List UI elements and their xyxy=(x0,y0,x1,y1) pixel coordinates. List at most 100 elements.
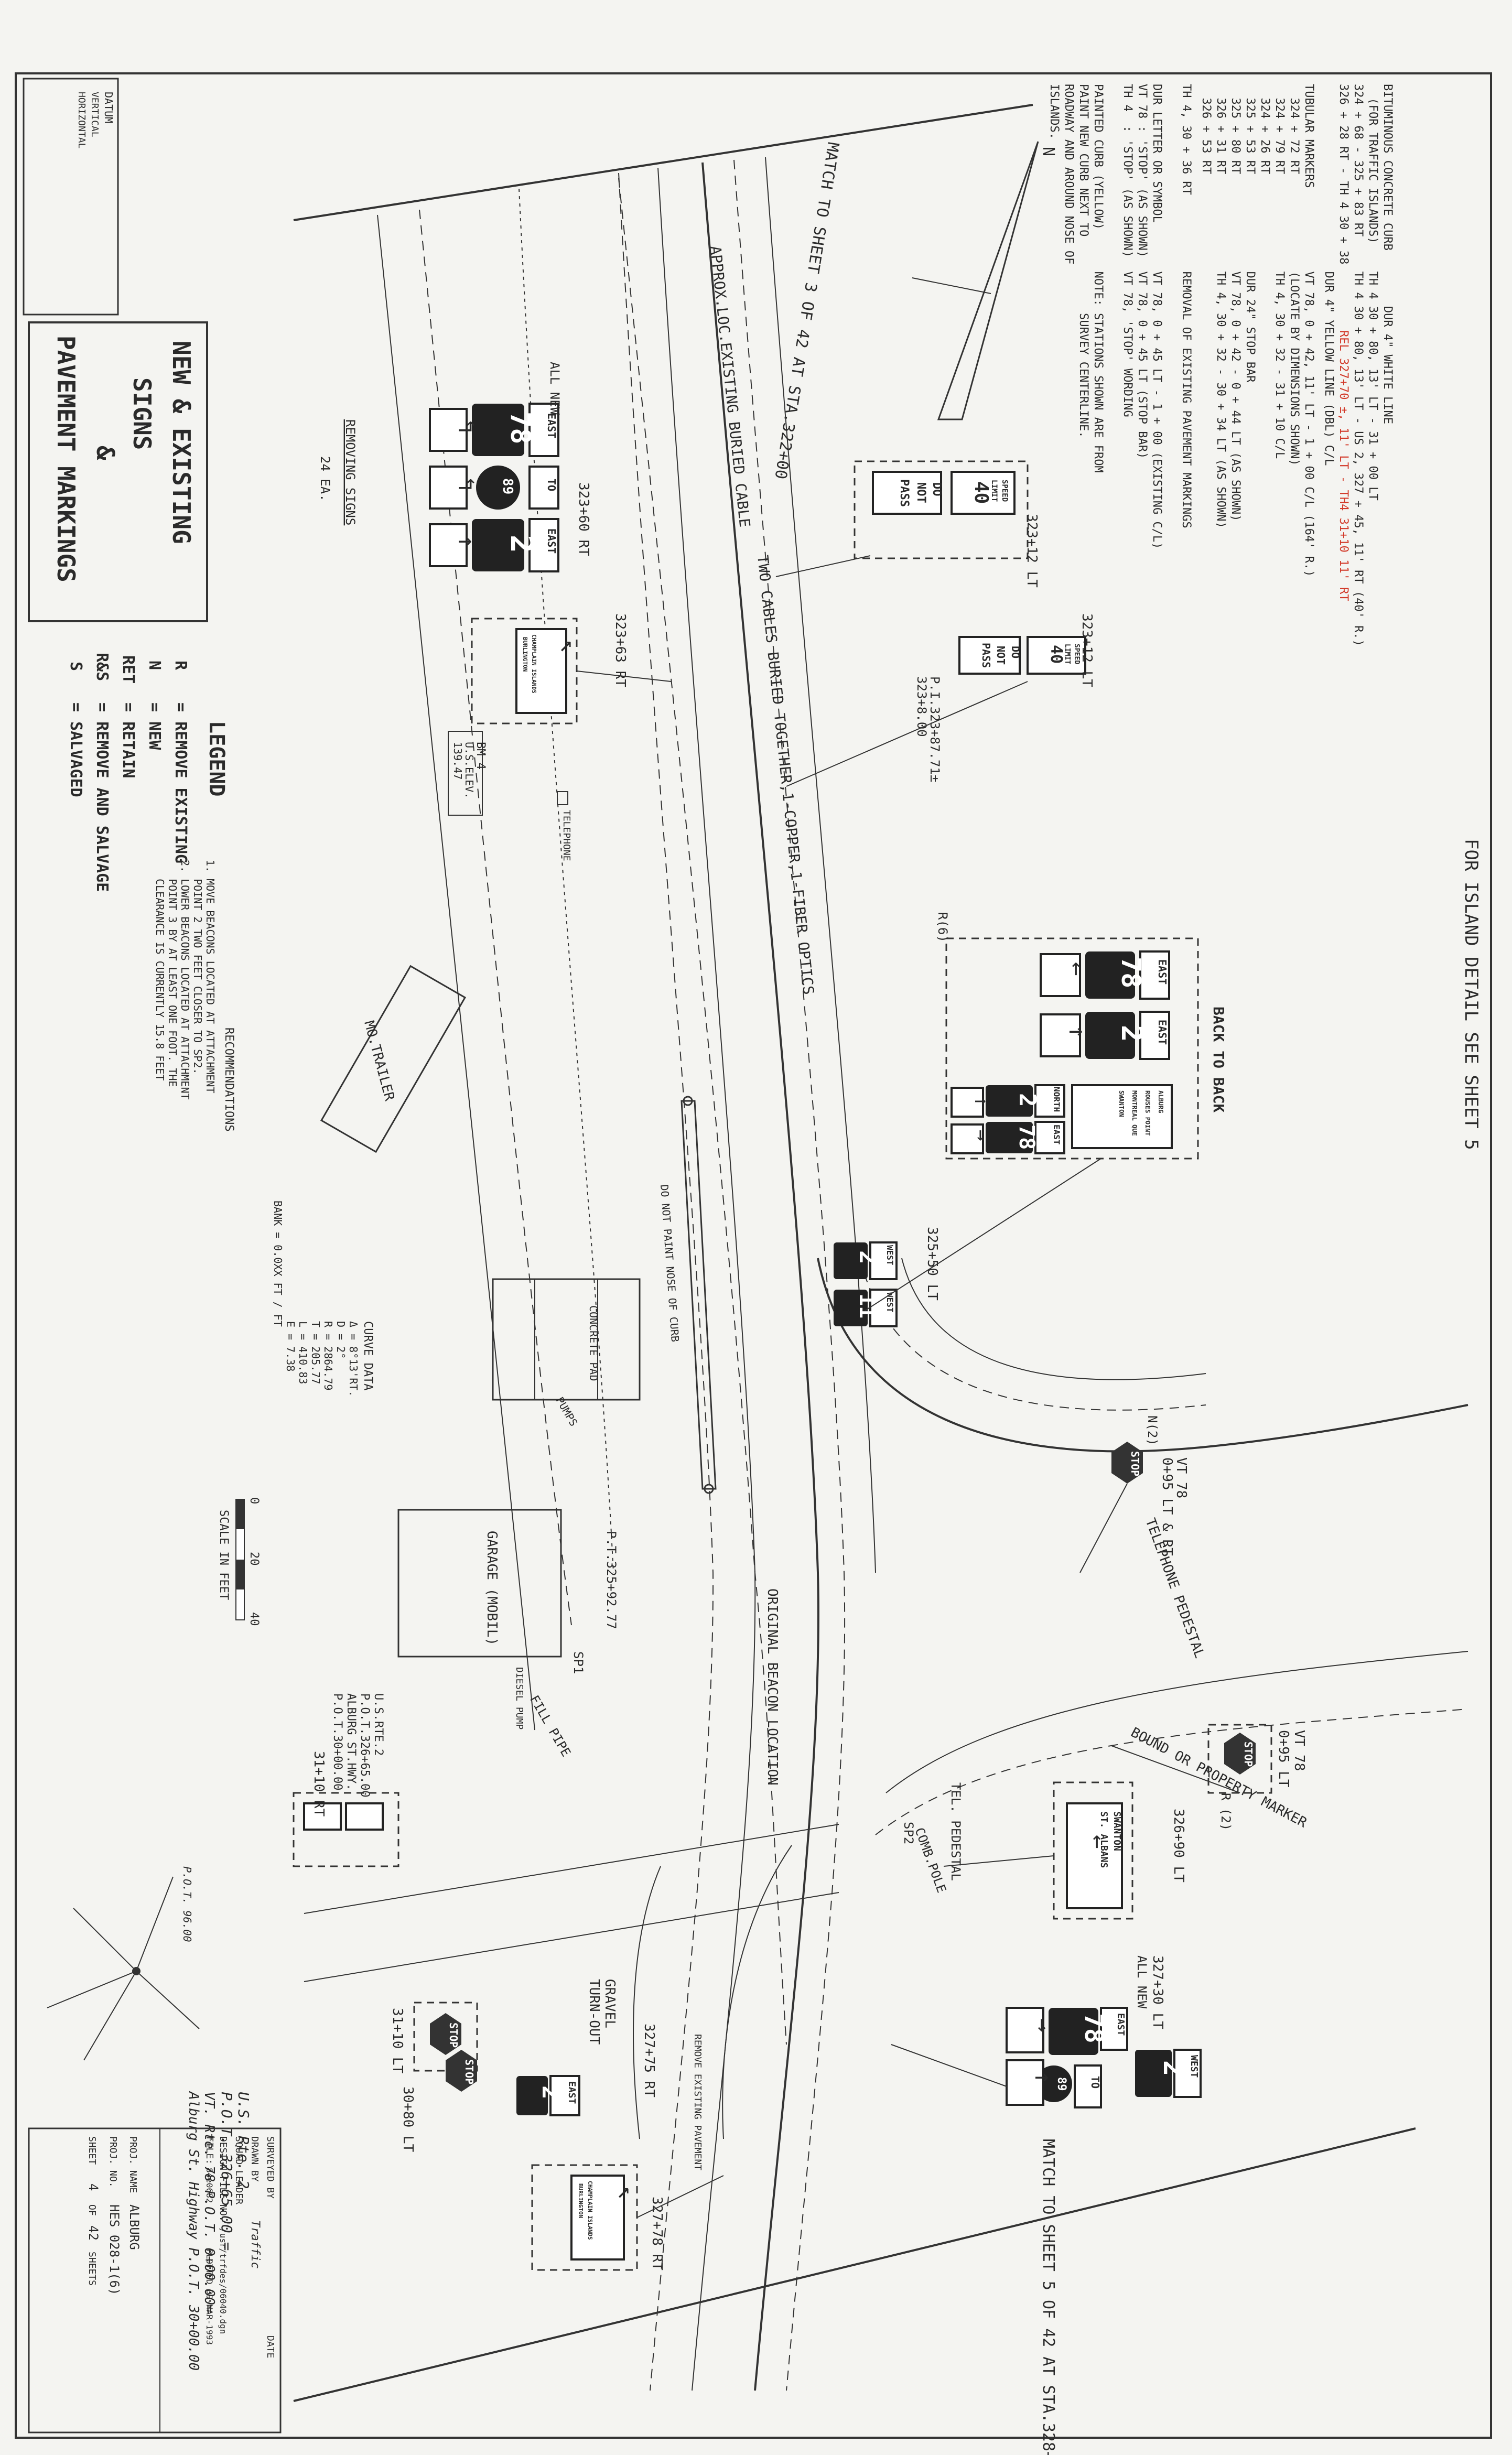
datum-box: DATUM VERTICAL HORIZONTAL xyxy=(23,78,119,316)
us-rte2-label: U.S.RTE.2 xyxy=(372,1693,385,1756)
champlain-text-2: CHAMPLAIN ISLANDS xyxy=(587,2181,593,2240)
east-text-5: EAST xyxy=(1052,1124,1062,1145)
recommendations-line-1: POINT 2 TWO FEET CLOSER TO SP2. xyxy=(191,860,204,1074)
curve-data-line-4: L = 410.83 xyxy=(297,1321,309,1384)
sign-assembly-327-78[interactable]: ↖ CHAMPLAIN ISLANDS BURLINGTON 327+78 RT xyxy=(531,2164,665,2271)
intersection-angle-sketch: P.O.T. 96.00 xyxy=(47,1866,200,2061)
buried-cable-line xyxy=(618,178,787,2045)
sign-assembly-327-75[interactable]: EAST 2 327+75 RT xyxy=(516,2024,657,2116)
quantities-line-3: 326 + 28 RT - TH 4 30 + 38 xyxy=(1337,84,1350,264)
pi-label: P.I.323+87.71± xyxy=(927,676,942,782)
champlain-text-1: CHAMPLAIN ISLANDS xyxy=(531,634,537,694)
comb-pole-label: COMB.POLE xyxy=(912,1825,949,1895)
sig-of-val: 42 xyxy=(86,2225,101,2241)
legend-desc-0: = REMOVE EXISTING xyxy=(171,702,190,863)
title-block: NEW & EXISTING SIGNS & PAVEMENT MARKINGS xyxy=(28,321,208,622)
do-text-b: DO xyxy=(1009,646,1022,658)
north-text-1: NORTH xyxy=(1052,1087,1062,1112)
sig-file-val: /usr/trfdes/06040.dgn xyxy=(218,2228,228,2334)
sign-assembly-323-63[interactable]: ↖ CHAMPLAIN ISLANDS BURLINGTON 323+63 RT xyxy=(471,613,628,724)
arrow-up-icon-3: ↑ xyxy=(970,1096,992,1107)
remove-pave-label: REMOVE EXISTING PAVEMENT xyxy=(692,2034,703,2170)
quantities-line-20: PAINT NEW CURB NEXT TO SURVEY CENTERLINE… xyxy=(1077,84,1090,438)
sig-sheet: SHEET xyxy=(87,2136,98,2165)
sign-assembly-323-60[interactable]: EAST EAST TO 78 89 2 ↰ ↰ ↑ 323+60 RT ALL… xyxy=(429,362,591,572)
do-not-paint-label: DO NOT PAINT NOSE OF CURB xyxy=(658,1184,682,1343)
sign-assembly-327-30[interactable]: WEST 2 TO EAST 78 89 → ↑ 327+30 LT ALL N… xyxy=(1006,1955,1202,2108)
arrow-up-icon-2: ↑ xyxy=(1064,1025,1090,1039)
route-2-shield-2: 2 xyxy=(1115,1025,1148,1042)
route-89-shield: 89 xyxy=(500,478,515,494)
station-323-60: 323+60 RT xyxy=(576,482,591,556)
removing-signs-label: REMOVING SIGNS xyxy=(343,419,358,525)
route-2-shield-3: 2 xyxy=(1014,1093,1041,1107)
east-text-3: EAST xyxy=(1156,959,1169,985)
sig-of: OF xyxy=(87,2204,98,2216)
legend-code-1: N xyxy=(145,661,164,670)
stop-sign-alburg-b[interactable]: STOP 30+80 LT xyxy=(400,2050,477,2153)
poi-b-label: P.O.T.30+00.00 xyxy=(331,1693,344,1790)
quantities-line-5: TUBULAR MARKERS VT 78, 0 + 42, 11' LT - … xyxy=(1302,84,1315,577)
mo-trailer-label: MO.TRAILER xyxy=(361,1019,397,1102)
pass-text-a: PASS xyxy=(898,479,911,507)
east-text-6: EAST xyxy=(1115,2013,1126,2036)
station-327-30: 327+30 LT xyxy=(1150,1955,1165,2029)
sign-assembly-326-90[interactable]: SWANTON ST. ALBANS ← 326+90 LT xyxy=(1053,1781,1186,1920)
route-78-shield-2: 78 xyxy=(1116,957,1146,988)
sig-proj-no: PROJ. NO. xyxy=(107,2136,118,2188)
sp2-label: SP2 xyxy=(901,1822,916,1844)
route-89-shield-2: 89 xyxy=(1055,2077,1068,2091)
stop-text-3: STOP xyxy=(447,2023,460,2048)
arrow-up-icon-1: ↑ xyxy=(453,535,480,549)
datum-title: DATUM xyxy=(102,92,115,123)
sig-file-val2: 84e0682 xyxy=(204,2168,214,2203)
legend-code-0: R xyxy=(171,661,190,670)
sig-surveyed: SURVEYED BY xyxy=(265,2136,276,2199)
stop-sign-vt78-a[interactable]: STOP 0+95 LT & RT VT 78 N(2) xyxy=(1111,1415,1189,1556)
west-text-1: WEST xyxy=(885,1245,895,1266)
stop-sign-vt78-b[interactable]: STOP 0+95 LT VT 78 R (2) xyxy=(1207,1724,1307,1831)
station-30-80: 30+80 LT xyxy=(400,2086,416,2153)
pt-label: P.T.325+92.77 xyxy=(604,1531,619,1629)
quantities-line-1: (FOR TRAFFIC ISLANDS) TH 4 30 + 80, 13' … xyxy=(1366,84,1379,501)
station-327-75: 327+75 RT xyxy=(641,2024,657,2097)
west-text-3: WEST xyxy=(1189,2055,1200,2078)
west-text-2: WEST xyxy=(885,1292,895,1313)
not-text-b: NOT xyxy=(995,646,1007,665)
station-323-12-a: 323+12 LT xyxy=(1024,514,1040,588)
sign-assembly-31-10[interactable]: 31+10 RT xyxy=(293,1751,399,1867)
pass-text-b: PASS xyxy=(980,643,992,668)
sign-assembly-325-50[interactable]: WEST WEST 2 11 325+50 LT xyxy=(834,1227,940,1327)
sig-design: DESIGN FILE NO. xyxy=(218,2136,229,2222)
legend-desc-2: = RETAIN xyxy=(119,702,137,778)
curve-data-line-0: Δ = 8°13'RT. xyxy=(347,1321,360,1397)
roadway-vt78 xyxy=(817,1258,1468,1835)
quantities-line-7: 324 + 79 RT TH 4, 30 + 32 - 31 + 10 C/L xyxy=(1273,84,1286,459)
garage-label: GARAGE (MOBIL) xyxy=(484,1531,500,1646)
quantities-line-8: 324 + 26 RT xyxy=(1258,84,1271,174)
route-78-shield-4: 78 xyxy=(1079,2013,1108,2043)
quantities-line-9: 325 + 53 RT DUR 24" STOP BAR xyxy=(1244,84,1257,383)
telephone-box xyxy=(557,791,568,805)
vt78-label-b: VT 78 xyxy=(1291,1730,1307,1771)
route-2-shield-5: 2 xyxy=(1158,2060,1188,2076)
recommendations-line-2: 2. LOWER BEACONS LOCATED AT ATTACHMENT xyxy=(179,860,191,1100)
route-78-shield: 78 xyxy=(504,412,536,445)
callout-leaders xyxy=(576,555,1240,2218)
datum-vertical: VERTICAL xyxy=(89,92,100,137)
title-line-2: SIGNS xyxy=(128,377,156,450)
arrow-right-icon-1: → xyxy=(970,1130,992,1141)
sign-assembly-back-to-back[interactable]: BACK TO BACK EAST EAST 78 2 ← ↑ ALBURG R… xyxy=(935,912,1227,1160)
bm-val: 139.47 xyxy=(451,742,464,780)
forty-text-a: 40 xyxy=(970,481,992,504)
route-78-shield-3: 78 xyxy=(1014,1124,1039,1150)
curve-data-line-3: T = 205.77 xyxy=(309,1321,322,1384)
sign-assembly-323-12-b[interactable]: SPEED LIMIT 40 DO NOT PASS 323+12 LT xyxy=(958,613,1095,687)
diesel-pump-label: DIESEL PUMP xyxy=(514,1667,525,1729)
concrete-pad-box xyxy=(492,1278,641,1401)
all-new-label: ALL NEW xyxy=(547,362,562,415)
quantities-line-0: BITUMINOUS CONCRETE CURB DUR 4" WHITE LI… xyxy=(1381,84,1394,424)
stop-sign-alburg-a[interactable]: STOP 31+10 LT xyxy=(390,2002,478,2074)
sig-plotted: PLOTTED 09-MAR-1993 xyxy=(204,2249,214,2345)
sign-assembly-323-12-a[interactable]: SPEED LIMIT 40 DO NOT PASS 323+12 LT xyxy=(854,460,1040,588)
